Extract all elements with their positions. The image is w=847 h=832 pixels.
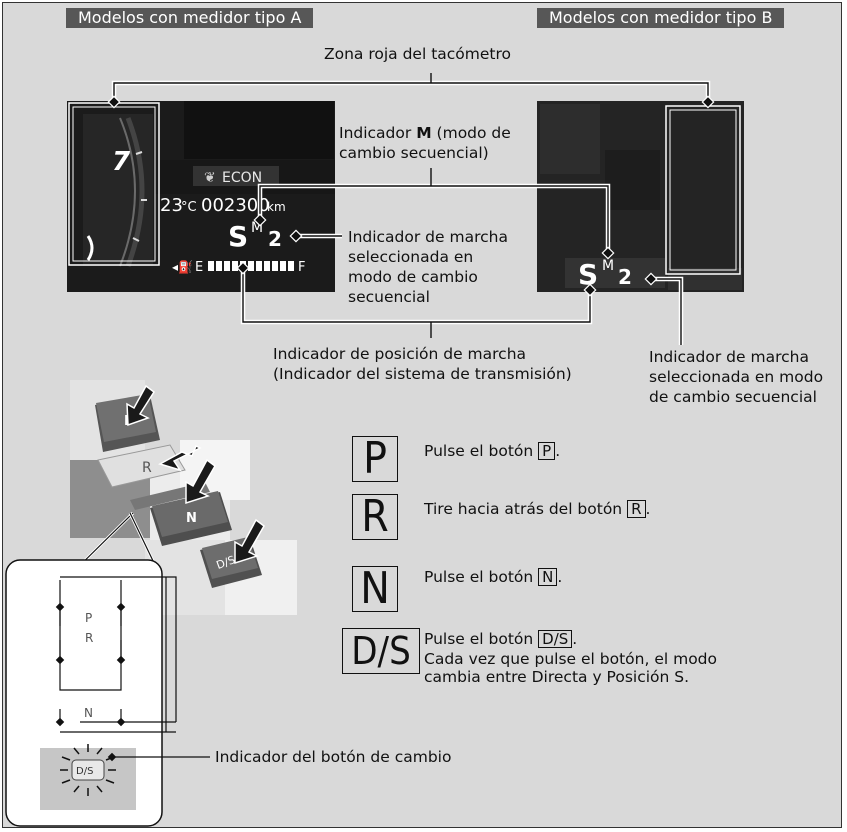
display-a: 7 ❦ ECON 23 °C 002300 km S M 2: [67, 101, 335, 292]
key-p: P: [538, 442, 556, 460]
temp-unit: °C: [181, 200, 197, 215]
tacho-red-zone-box-b: [665, 105, 741, 275]
fuel-empty-label: E: [195, 260, 203, 275]
tachometer: 7: [83, 114, 153, 267]
odometer-unit: km: [267, 200, 286, 214]
instruction-p: Pulse el botón P.: [424, 442, 561, 460]
display-b: S M 2: [537, 101, 744, 292]
gear-mode-b: M: [602, 258, 614, 274]
label-gear-selected-b-1: Indicador de marcha: [649, 348, 809, 366]
instruction-r: Tire hacia atrás del botón R.: [424, 500, 651, 518]
label-gear-position-2: (Indicador del sistema de transmisión): [273, 365, 572, 383]
label-gear-selected-a-3: modo de cambio: [348, 268, 478, 286]
leader-endpoints: [107, 95, 715, 297]
symbol-ds: D/S: [342, 628, 420, 674]
label-gear-selected-a-2: seleccionada en: [348, 248, 474, 266]
label-gear-selected-a-4: secuencial: [348, 288, 430, 306]
key-r: R: [627, 500, 646, 518]
instruction-ds-line3: cambia entre Directa y Posición S.: [424, 668, 690, 686]
header-meter-type-b: Modelos con medidor tipo B: [537, 8, 785, 28]
odometer: 002300: [201, 195, 270, 216]
instruction-ds-line2: Cada vez que pulse el botón, el modo: [424, 650, 717, 668]
gear-indicator-a: S M 2: [228, 220, 282, 253]
label-gear-selected-b-3: de cambio secuencial: [649, 388, 817, 406]
key-ds: D/S: [538, 630, 573, 648]
econ-text: ECON: [222, 170, 262, 186]
gear-number-b: 2: [618, 265, 632, 289]
econ-indicator: ❦ ECON: [193, 166, 279, 186]
symbol-p: P: [352, 436, 398, 482]
rpm-digit: 7: [112, 147, 131, 177]
gear-letter-b: S: [578, 258, 598, 291]
leader-lines: [113, 73, 709, 345]
key-n: N: [538, 568, 558, 586]
gear-number-a: 2: [268, 227, 282, 251]
label-m-indicator: Indicador M (modo de: [339, 124, 511, 142]
label-gear-selected-b-2: seleccionada en modo: [649, 368, 824, 386]
gear-letter-a: S: [228, 220, 248, 253]
gear-indicator-b: S M 2: [565, 258, 665, 291]
label-shift-button-indicator: Indicador del botón de cambio: [215, 748, 452, 766]
label-tacho-red-zone: Zona roja del tacómetro: [324, 45, 512, 63]
header-meter-type-a: Modelos con medidor tipo A: [66, 8, 314, 28]
instruction-n: Pulse el botón N.: [424, 568, 563, 586]
instruction-ds: Pulse el botón D/S.: [424, 630, 578, 648]
econ-leaf-icon: ❦: [204, 170, 216, 186]
label-gear-position-1: Indicador de posición de marcha: [273, 345, 527, 363]
label-gear-selected-a-1: Indicador de marcha: [348, 228, 508, 246]
symbol-r: R: [352, 494, 398, 540]
label-m-indicator-line2: cambio secuencial): [339, 144, 489, 162]
fuel-pump-icon: ◂⛽: [172, 260, 193, 274]
symbol-n: N: [352, 566, 398, 612]
temp-value: 23: [160, 195, 183, 216]
fuel-full-label: F: [298, 260, 305, 275]
